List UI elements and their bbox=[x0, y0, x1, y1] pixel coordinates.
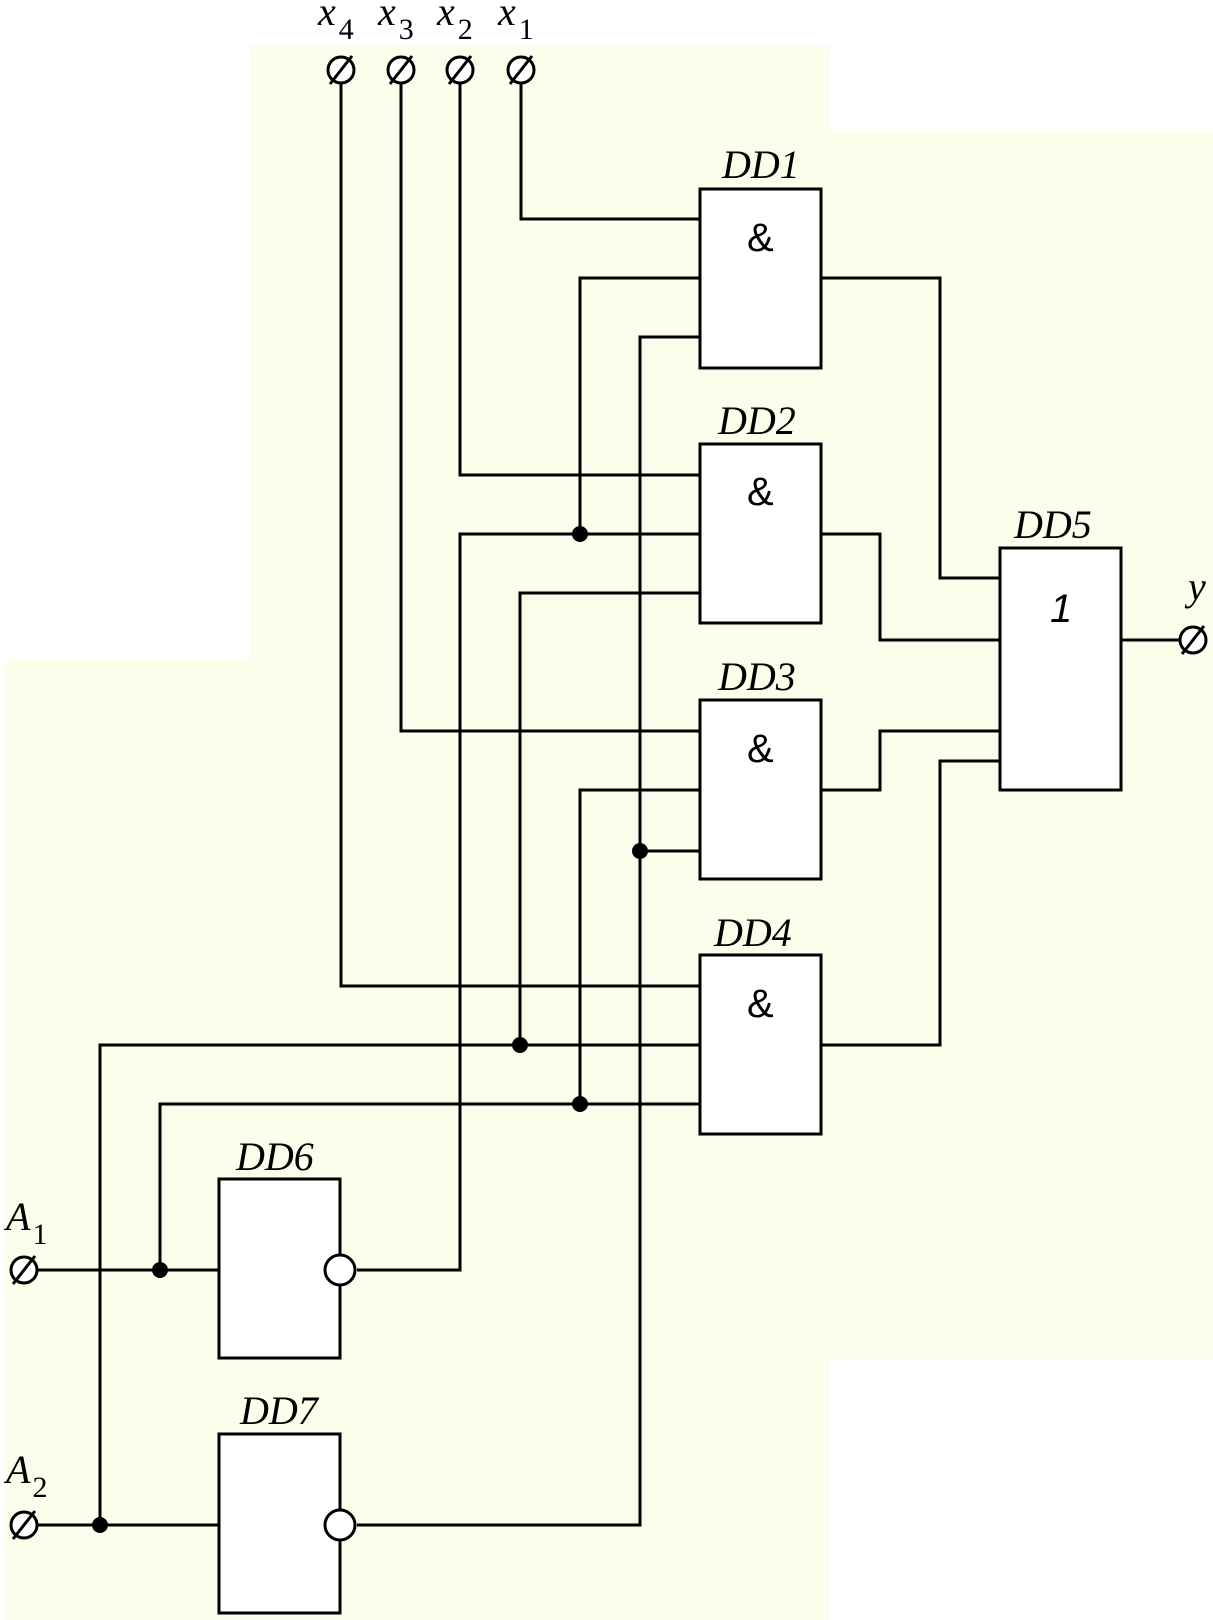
gate-dd4: DD4 & bbox=[698, 910, 823, 1136]
gate-dd7-body bbox=[217, 1432, 342, 1615]
label-y: y bbox=[1184, 564, 1206, 609]
gate-dd5-body bbox=[998, 546, 1123, 792]
gate-dd4-symbol: & bbox=[747, 982, 774, 1026]
terminal-x4 bbox=[326, 55, 356, 85]
gate-dd3-body bbox=[698, 698, 823, 881]
wire-dd4-out bbox=[821, 759, 1000, 1047]
terminals bbox=[9, 55, 1208, 1540]
terminal-slash bbox=[1180, 625, 1206, 655]
wires bbox=[36, 83, 1183, 1527]
wire-a2-branch bbox=[98, 1043, 700, 1525]
gate-dd7: DD7 bbox=[217, 1388, 357, 1615]
junction-dot bbox=[632, 843, 648, 859]
wire-a1-branch bbox=[158, 1102, 700, 1270]
wire-dd1-out bbox=[821, 276, 1000, 580]
junction-dot bbox=[572, 526, 588, 542]
gate-dd5-symbol: 1 bbox=[1050, 587, 1072, 631]
gate-dd2-symbol: & bbox=[747, 470, 774, 514]
wire-not-a2-main bbox=[357, 335, 700, 1527]
gate-dd7-inverter-bubble bbox=[323, 1508, 357, 1542]
junction-dot bbox=[92, 1517, 108, 1533]
terminal-a2 bbox=[9, 1510, 39, 1540]
junction-dot bbox=[152, 1262, 168, 1278]
gate-dd6-label: DD6 bbox=[235, 1134, 314, 1179]
gate-dd2-body bbox=[698, 442, 823, 625]
gate-dd6: DD6 bbox=[217, 1134, 357, 1360]
wire-dd3-out bbox=[821, 729, 1000, 792]
terminal-slash bbox=[508, 55, 534, 85]
gate-dd6-body bbox=[217, 1177, 342, 1360]
junction-dot bbox=[572, 1096, 588, 1112]
wire-a1-to-dd3 bbox=[578, 788, 700, 1104]
gate-dd1-body bbox=[698, 187, 823, 370]
gate-dd5: DD5 1 bbox=[998, 502, 1123, 792]
terminal-y bbox=[1178, 625, 1208, 655]
gate-dd1: DD1 & bbox=[698, 142, 823, 370]
wire-x1 bbox=[519, 83, 700, 221]
wire-not-a1-to-dd1 bbox=[578, 276, 700, 534]
wire-dd2-out bbox=[821, 532, 1000, 642]
gate-dd7-label: DD7 bbox=[239, 1388, 320, 1433]
wire-x3 bbox=[399, 83, 700, 733]
label-a2: A2 bbox=[3, 1447, 47, 1504]
gate-dd1-symbol: & bbox=[747, 216, 774, 260]
terminal-slash bbox=[11, 1510, 37, 1540]
gate-dd3-label: DD3 bbox=[717, 654, 796, 699]
terminal-x1 bbox=[506, 55, 536, 85]
gate-dd2-label: DD2 bbox=[717, 398, 796, 443]
wire-x2 bbox=[458, 83, 700, 477]
gate-dd3-symbol: & bbox=[747, 727, 774, 771]
gate-dd4-label: DD4 bbox=[713, 910, 792, 955]
terminal-slash bbox=[447, 55, 473, 85]
terminal-slash bbox=[388, 55, 414, 85]
gate-dd1-label: DD1 bbox=[721, 142, 800, 187]
label-a1: A1 bbox=[3, 1194, 47, 1251]
terminal-a1 bbox=[9, 1255, 39, 1285]
junctions bbox=[92, 526, 648, 1533]
gate-dd6-inverter-bubble bbox=[323, 1253, 357, 1287]
gate-dd4-body bbox=[698, 953, 823, 1136]
terminal-slash bbox=[11, 1255, 37, 1285]
terminal-slash bbox=[328, 55, 354, 85]
gate-dd5-label: DD5 bbox=[1013, 502, 1092, 547]
gate-dd2: DD2 & bbox=[698, 398, 823, 625]
junction-dot bbox=[512, 1037, 528, 1053]
gate-dd3: DD3 & bbox=[698, 654, 823, 881]
terminal-x3 bbox=[386, 55, 416, 85]
terminal-x2 bbox=[445, 55, 475, 85]
